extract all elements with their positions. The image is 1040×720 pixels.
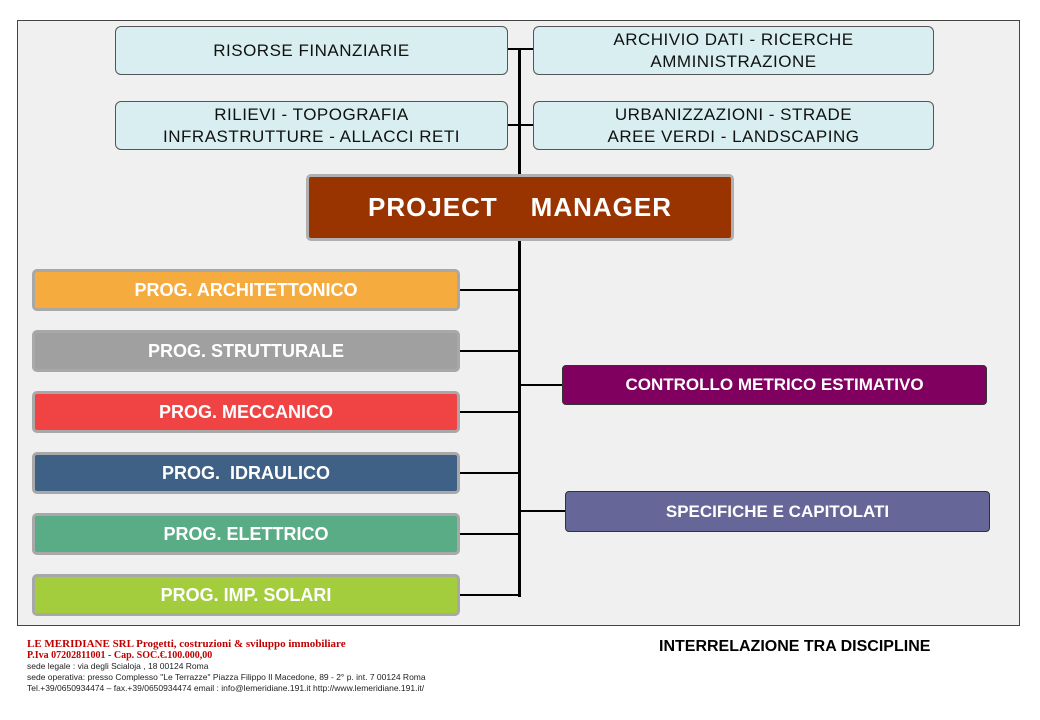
connector-line bbox=[518, 240, 521, 597]
project-manager-box: PROJECT MANAGER bbox=[306, 174, 734, 241]
connector-line bbox=[458, 411, 520, 413]
prog-elettrico-box: PROG. ELETTRICO bbox=[32, 513, 460, 555]
company-footer: LE MERIDIANE SRL Progetti, costruzioni &… bbox=[27, 639, 426, 694]
box-label: AMMINISTRAZIONE bbox=[650, 51, 817, 71]
discipline-label: PROG. MECCANICO bbox=[158, 401, 333, 422]
prog-idraulico-box: PROG. IDRAULICO bbox=[32, 452, 460, 494]
connector-line bbox=[520, 510, 566, 512]
prog-architettonico-box: PROG. ARCHITETTONICO bbox=[32, 269, 460, 311]
discipline-label: PROG. IMP. SOLARI bbox=[160, 584, 332, 605]
prog-meccanico-box: PROG. MECCANICO bbox=[32, 391, 460, 433]
discipline-label: PROG. ARCHITETTONICO bbox=[134, 279, 358, 300]
connector-line bbox=[458, 594, 520, 596]
contacts: Tel.+39/0650934474 – fax.+39/0650934474 … bbox=[27, 683, 425, 693]
connector-line bbox=[507, 48, 533, 50]
prog-strutturale-box: PROG. STRUTTURALE bbox=[32, 330, 460, 372]
box-label: RILIEVI - TOPOGRAFIA bbox=[214, 104, 409, 124]
project-manager-label: PROJECT MANAGER bbox=[367, 192, 673, 222]
discipline-label: PROG. STRUTTURALE bbox=[148, 340, 344, 361]
connector-line bbox=[507, 124, 533, 126]
connector-line bbox=[518, 48, 521, 178]
discipline-label: PROG. ELETTRICO bbox=[163, 523, 329, 544]
connector-line bbox=[458, 472, 520, 474]
archivio-dati-box: ARCHIVIO DATI - RICERCHE AMMINISTRAZIONE bbox=[533, 26, 934, 75]
specifiche-capitolati-box: SPECIFICHE E CAPITOLATI bbox=[565, 491, 990, 532]
connector-line bbox=[520, 384, 563, 386]
box-label: URBANIZZAZIONI - STRADE bbox=[614, 104, 853, 124]
connector-line bbox=[458, 533, 520, 535]
company-vat: P.Iva 07202811001 - Cap. SOC.€.100.000,0… bbox=[27, 650, 213, 661]
box-label: AREE VERDI - LANDSCAPING bbox=[607, 126, 860, 146]
right-box-label: CONTROLLO METRICO ESTIMATIVO bbox=[625, 375, 924, 394]
connector-line bbox=[458, 350, 520, 352]
box-label: ARCHIVIO DATI - RICERCHE bbox=[613, 29, 854, 49]
urbanizzazioni-box: URBANIZZAZIONI - STRADE AREE VERDI - LAN… bbox=[533, 101, 934, 150]
box-label: INFRASTRUTTURE - ALLACCI RETI bbox=[163, 126, 460, 146]
diagram-title: INTERRELAZIONE TRA DISCIPLINE bbox=[659, 638, 931, 655]
box-label: RISORSE FINANZIARIE bbox=[213, 40, 410, 60]
company-name: LE MERIDIANE SRL Progetti, costruzioni &… bbox=[27, 638, 346, 650]
sede-operativa: sede operativa: presso Complesso "Le Ter… bbox=[27, 672, 426, 682]
prog-imp-solari-box: PROG. IMP. SOLARI bbox=[32, 574, 460, 616]
right-box-label: SPECIFICHE E CAPITOLATI bbox=[665, 501, 890, 521]
sede-legale: sede legale : via degli Scialoja , 18 00… bbox=[27, 661, 209, 671]
risorse-finanziarie-box: RISORSE FINANZIARIE bbox=[115, 26, 508, 75]
connector-line bbox=[458, 289, 520, 291]
discipline-label: PROG. IDRAULICO bbox=[161, 462, 330, 483]
controllo-metrico-box: CONTROLLO METRICO ESTIMATIVO bbox=[562, 365, 987, 405]
rilievi-topografia-box: RILIEVI - TOPOGRAFIA INFRASTRUTTURE - AL… bbox=[115, 101, 508, 150]
